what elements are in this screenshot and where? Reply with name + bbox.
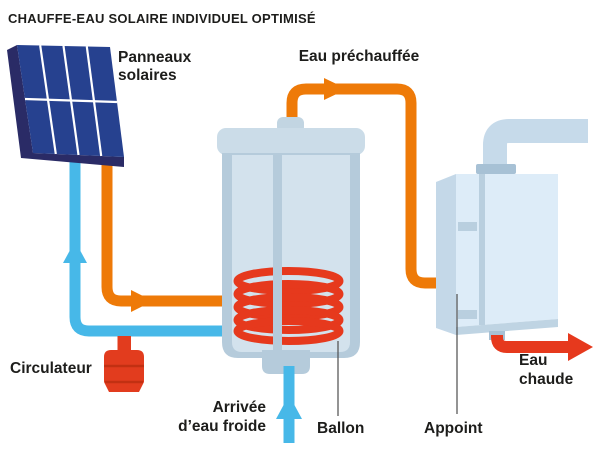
flue-collar [476,164,516,174]
solar-panel-edge [7,45,124,167]
backup-heater-label: Appoint [424,420,483,437]
preheated-water-label: Eau préchauffée [298,48,420,65]
solar-panel-grid [24,45,118,157]
heat-exchanger-coil [233,267,344,345]
pipe-hot-water-out [491,335,569,353]
hot-supply-arrow-right-icon [131,290,153,312]
diagram-title: CHAUFFE-EAU SOLAIRE INDIVIDUEL OPTIMISÉ [8,11,316,26]
tank-center-tube [273,155,282,367]
tank-label: Ballon [317,420,365,437]
tank-lid [217,128,365,155]
backup-heater-side [436,174,456,335]
pipe-solar-cold-return [69,157,235,337]
backup-heater-vent [458,222,477,231]
cold-return-arrow-up-icon [63,241,87,263]
circulator-pump-body [104,350,144,392]
backup-heater-bottom [456,319,558,335]
pipe-solar-hot-supply [101,160,235,307]
hot-water-arrow-right-icon [568,333,593,361]
cold-inlet-arrow-up-icon [276,395,302,419]
solar-panels-label: Panneaux solaires [118,49,192,84]
backup-heater-face [456,174,558,327]
hot-water-label: Eau chaude [519,352,574,388]
flue-pipe [483,119,588,172]
circulator-label: Circulateur [10,360,92,377]
pipe-preheated-water [286,83,448,289]
tank-bottom-stub [262,350,310,374]
backup-heater-vent [458,310,477,319]
backup-heater-seam [479,174,485,325]
preheated-flow-arrow-right-icon [324,78,347,100]
circulator-pump-stub [117,336,131,352]
cold-water-inlet-label: Arrivée d’eau froide [178,399,266,435]
